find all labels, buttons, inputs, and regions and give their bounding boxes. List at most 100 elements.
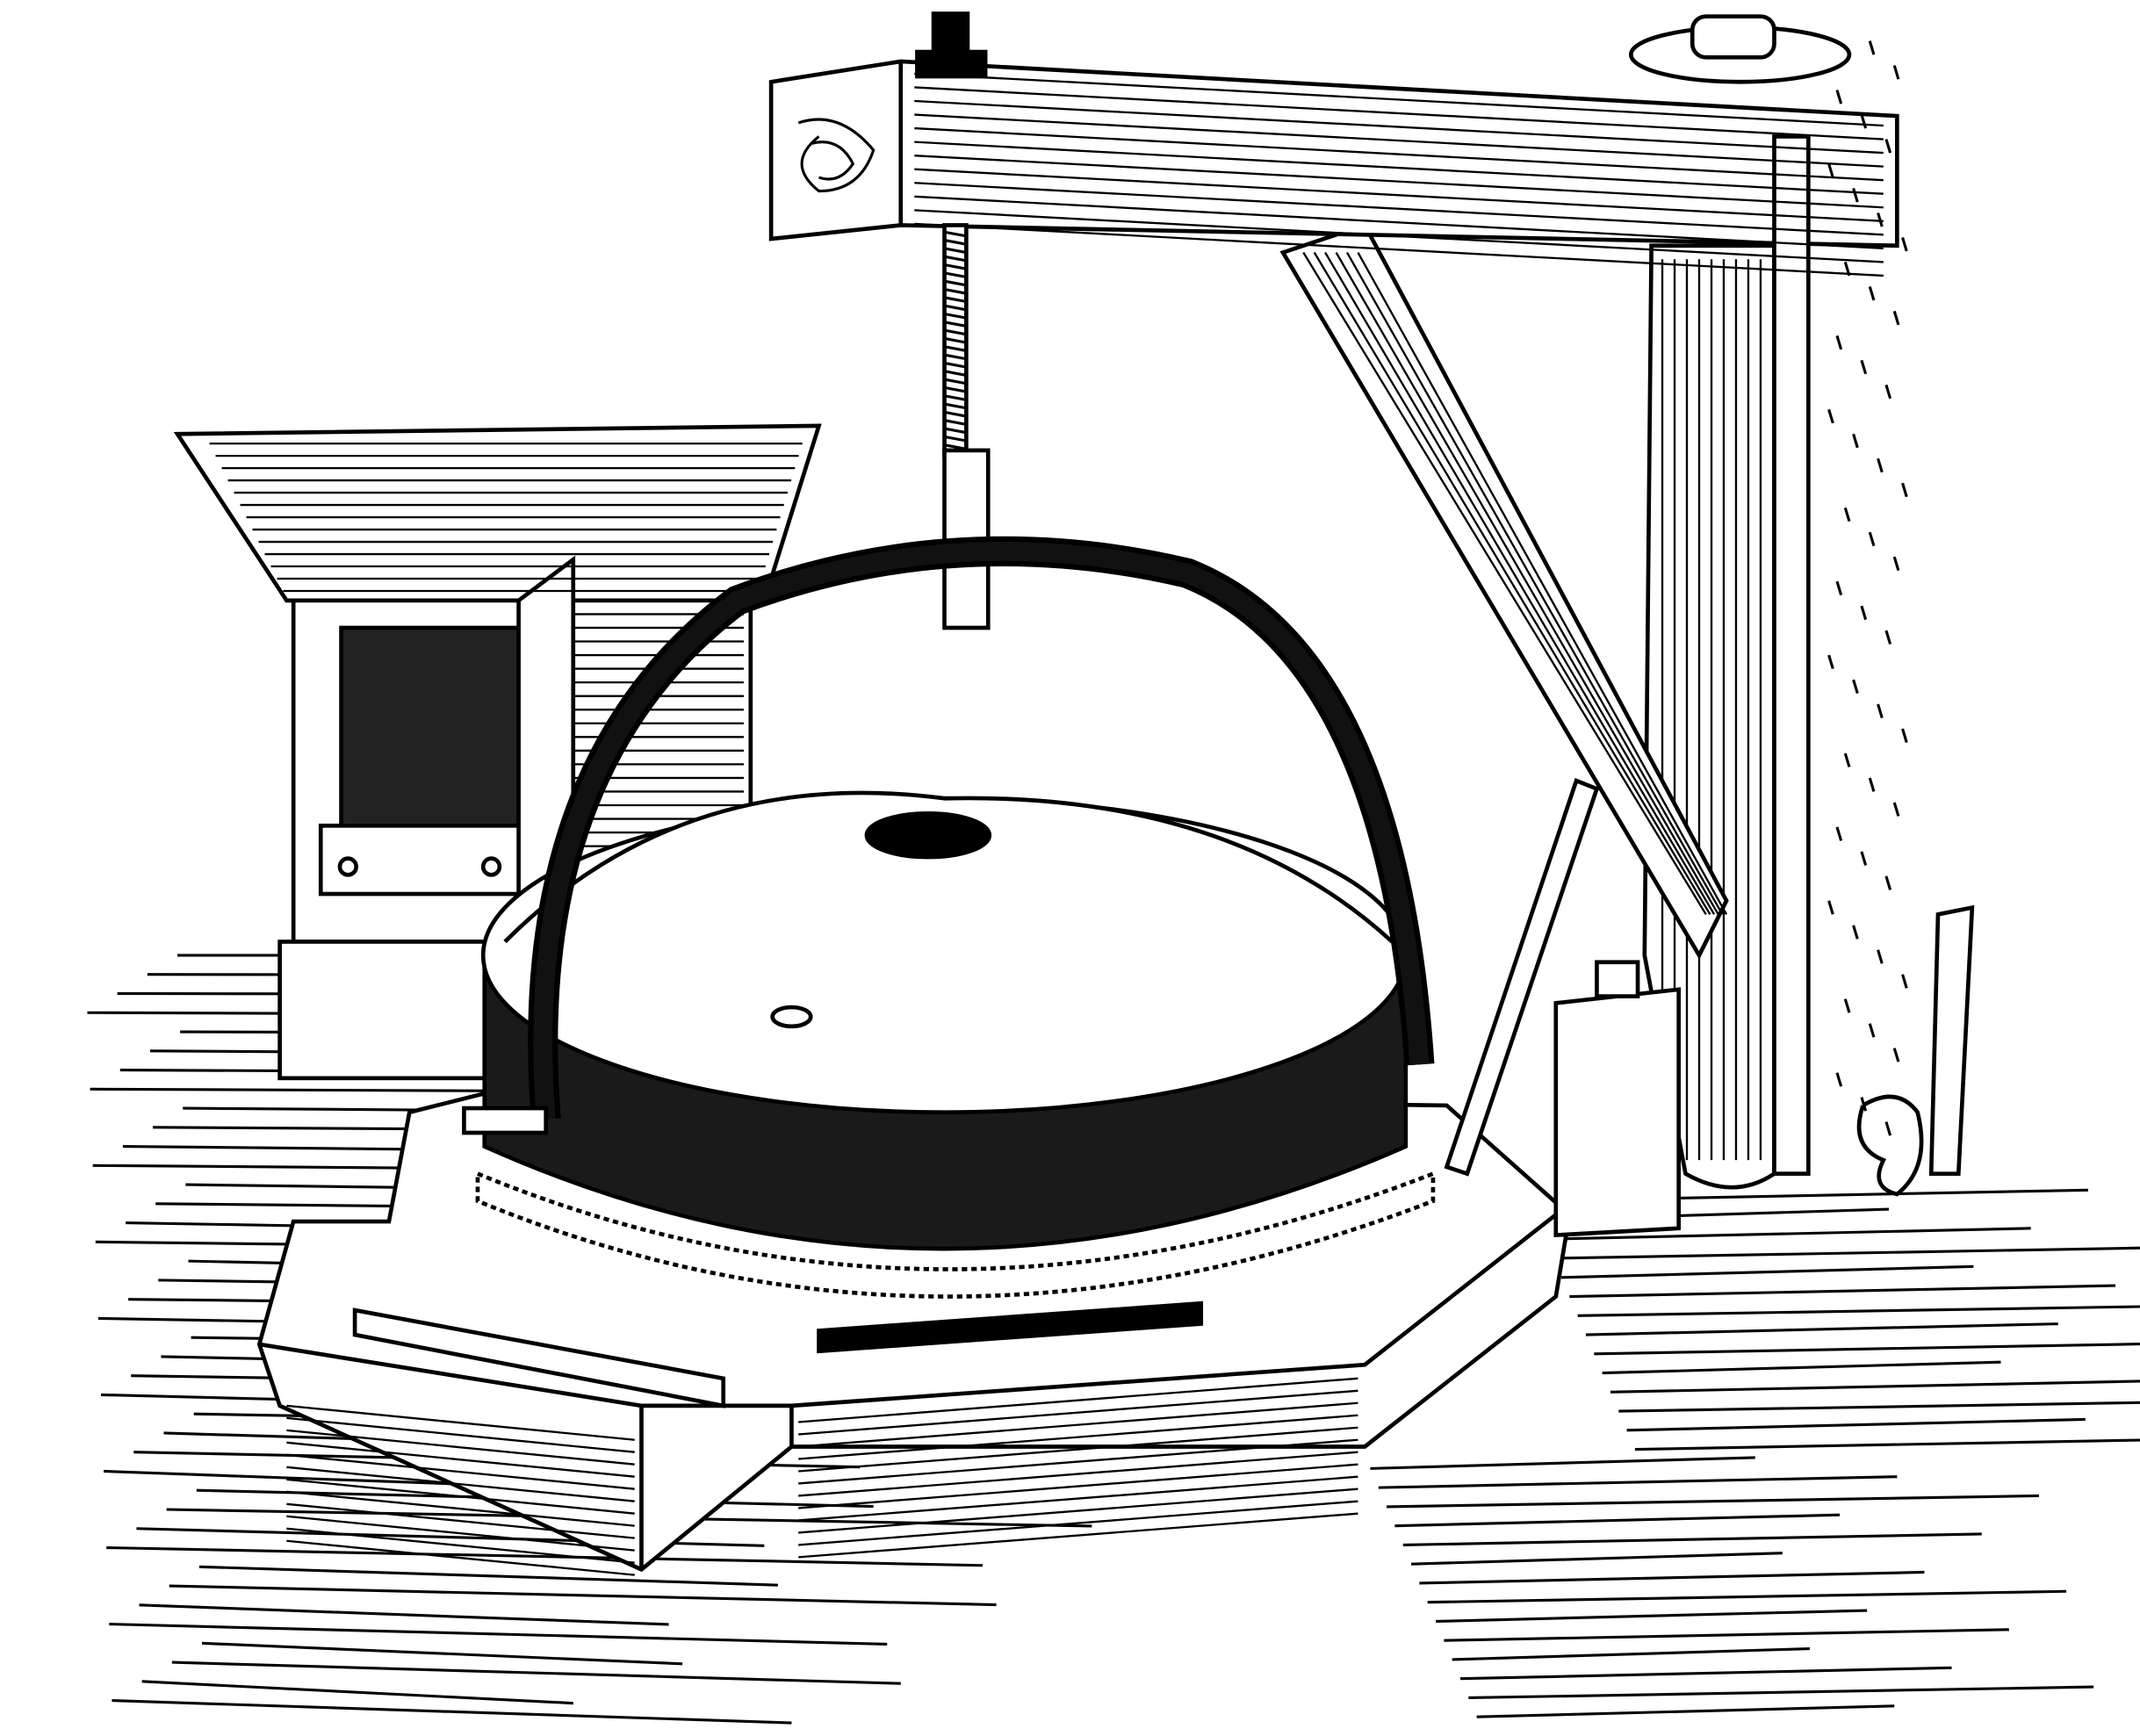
hatch-line bbox=[798, 1463, 1358, 1509]
shading-dash bbox=[1852, 925, 1859, 940]
shading-dash bbox=[1835, 335, 1843, 350]
floor-line bbox=[1435, 1609, 1868, 1623]
hatch-line bbox=[286, 1453, 635, 1490]
shading-dash bbox=[1868, 285, 1876, 301]
shading-dash bbox=[1843, 507, 1851, 522]
floor-line bbox=[1553, 1246, 2140, 1260]
screw-thread bbox=[944, 230, 967, 238]
screw-thread bbox=[944, 394, 967, 401]
hatch-line bbox=[914, 182, 1884, 236]
shading-dash bbox=[1868, 40, 1876, 55]
floor-line bbox=[139, 1603, 669, 1626]
floor-line bbox=[1634, 1438, 2140, 1451]
hatch-line bbox=[914, 99, 1884, 155]
hatch-line bbox=[914, 155, 1884, 209]
shading-dash bbox=[1852, 188, 1859, 203]
screw-thread bbox=[944, 402, 967, 410]
floor-line bbox=[1618, 1401, 2140, 1413]
shading-dash bbox=[1884, 630, 1892, 645]
screw-thread bbox=[944, 385, 967, 393]
hatch-line bbox=[798, 1451, 1358, 1497]
floor-line bbox=[1427, 1589, 2067, 1604]
hatch-line bbox=[286, 1404, 635, 1441]
hatch-line bbox=[914, 113, 1884, 168]
hatch-line bbox=[798, 1389, 1358, 1436]
shading-dash bbox=[1835, 580, 1843, 596]
hatch-line bbox=[914, 126, 1884, 182]
shading-dash bbox=[1877, 212, 1884, 227]
shading-dash bbox=[1860, 605, 1868, 621]
shading-dash bbox=[1868, 777, 1876, 792]
hatch-line bbox=[286, 1429, 635, 1466]
shading-dash bbox=[1901, 236, 1908, 252]
background-shading bbox=[1827, 40, 1908, 1136]
hatch-line bbox=[286, 1416, 635, 1453]
millstone bbox=[475, 790, 1436, 1299]
shading-dash bbox=[1877, 949, 1884, 964]
floor-line bbox=[169, 1584, 997, 1607]
hatch-line bbox=[1345, 251, 1724, 915]
screw-thread bbox=[944, 296, 967, 304]
hatch-line bbox=[798, 1438, 1358, 1485]
shading-dash bbox=[1835, 826, 1843, 841]
floor-line bbox=[1610, 1379, 2140, 1394]
hatch-line bbox=[286, 1478, 635, 1515]
shading-dash bbox=[1901, 974, 1908, 989]
floor-line bbox=[1459, 1666, 1952, 1681]
shading-dash bbox=[1892, 1048, 1900, 1062]
floor-line bbox=[112, 1699, 792, 1725]
shading-dash bbox=[1843, 998, 1851, 1013]
floor-line bbox=[1577, 1305, 2140, 1317]
hatch-line bbox=[286, 1515, 635, 1552]
screw-thread bbox=[944, 328, 967, 336]
shading-dash bbox=[1868, 1023, 1876, 1038]
floor-line bbox=[1585, 1322, 2058, 1336]
hatch-line bbox=[1335, 251, 1719, 915]
shading-dash bbox=[1843, 261, 1851, 277]
crane-beam bbox=[768, 14, 1899, 1176]
lever-hook bbox=[1856, 904, 1975, 1197]
shading-dash bbox=[1827, 900, 1834, 915]
shading-dash bbox=[1892, 556, 1900, 572]
floor-line bbox=[1387, 1494, 2040, 1509]
hopper bbox=[173, 423, 822, 1081]
hatch-line bbox=[798, 1475, 1358, 1522]
floor-line bbox=[198, 1565, 778, 1587]
floor-line bbox=[1626, 1417, 2086, 1432]
shading-dash bbox=[1884, 1121, 1892, 1136]
shading-dash bbox=[1860, 359, 1868, 375]
hatch-line bbox=[798, 1401, 1358, 1448]
hatch-line bbox=[1313, 251, 1711, 915]
screw-thread bbox=[944, 321, 967, 328]
hatch-line bbox=[286, 1539, 635, 1576]
floor-line bbox=[109, 1622, 888, 1646]
screw-thread bbox=[944, 279, 967, 287]
floor-line bbox=[1594, 1343, 2140, 1356]
shading-dash bbox=[1835, 1072, 1843, 1087]
screw-thread bbox=[944, 419, 967, 426]
hatch-line bbox=[1324, 251, 1716, 915]
shading-dash bbox=[1827, 408, 1834, 424]
shading-dash bbox=[1901, 728, 1908, 743]
shading-dash bbox=[1827, 163, 1834, 178]
hatch-line bbox=[798, 1487, 1358, 1534]
floor-line bbox=[1444, 1628, 2009, 1642]
floor-line bbox=[1602, 1360, 2001, 1375]
screw-thread bbox=[944, 239, 967, 246]
hatch-line bbox=[914, 86, 1884, 140]
wedge-block bbox=[1444, 777, 1682, 1238]
shading-dash bbox=[1868, 531, 1876, 547]
shading-dash bbox=[1901, 482, 1908, 498]
hatch-line bbox=[914, 222, 1884, 277]
floor-line bbox=[1545, 1227, 2031, 1241]
hatch-line bbox=[286, 1490, 635, 1527]
hatch-line bbox=[1357, 251, 1728, 915]
hatch-line bbox=[286, 1502, 635, 1539]
screw-thread bbox=[944, 378, 967, 385]
screw-thread bbox=[944, 361, 967, 369]
screw-thread bbox=[944, 287, 967, 295]
floor-line bbox=[1370, 1456, 1755, 1470]
shading-dash bbox=[1835, 90, 1843, 104]
screw-thread bbox=[944, 271, 967, 279]
shading-dash bbox=[1892, 310, 1900, 326]
